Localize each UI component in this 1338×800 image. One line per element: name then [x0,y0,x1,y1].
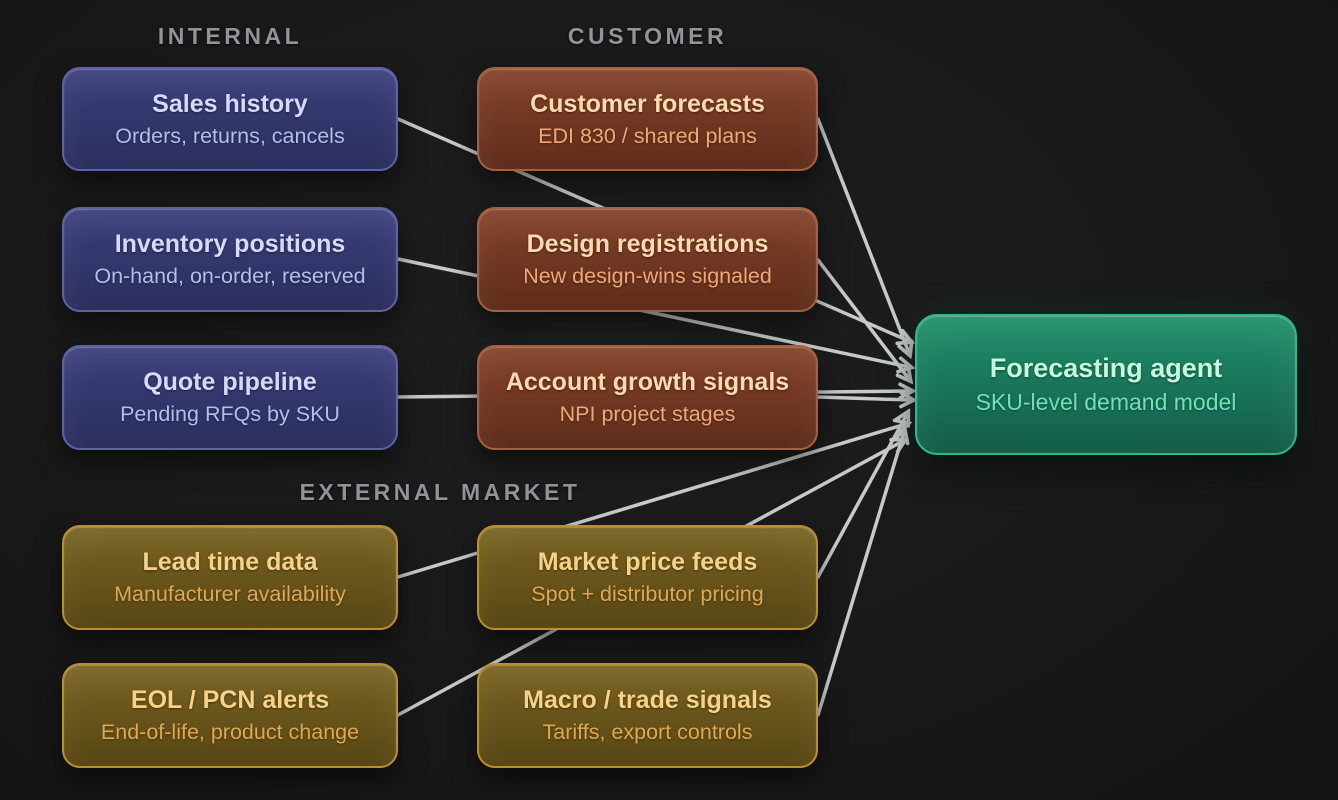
node-title: Lead time data [142,548,318,576]
node-account-growth-signals: Account growth signals NPI project stage… [477,345,818,450]
node-subtitle: Pending RFQs by SKU [120,402,340,426]
node-subtitle: New design-wins signaled [523,264,772,288]
node-subtitle: End-of-life, product change [100,720,360,744]
node-title: Macro / trade signals [523,686,772,714]
node-subtitle: On-hand, on-order, reserved [94,264,366,288]
node-design-registrations: Design registrations New design-wins sig… [477,207,818,312]
node-title: Design registrations [526,230,769,258]
edge-macro-trade-signals [816,432,904,717]
node-subtitle: SKU-level demand model [975,389,1237,415]
node-subtitle: Manufacturer availability [114,582,346,606]
group-label-external-market: EXTERNAL MARKET [299,479,581,505]
node-subtitle: Orders, returns, cancels [115,123,345,148]
node-title: EOL / PCN alerts [130,686,330,714]
node-market-price-feeds: Market price feeds Spot + distributor pr… [477,525,818,630]
node-subtitle: Tariffs, export controls [542,720,753,744]
node-title: Forecasting agent [989,353,1223,383]
node-sales-history: Sales history Orders, returns, cancels [62,67,398,171]
node-title: Quote pipeline [143,368,317,396]
node-macro-trade-signals: Macro / trade signals Tariffs, export co… [477,663,818,768]
node-title: Account growth signals [505,368,790,396]
edge-customer-forecasts [816,117,909,353]
node-eol-pcn-alerts: EOL / PCN alerts End-of-life, product ch… [62,663,398,768]
node-subtitle: EDI 830 / shared plans [538,123,757,148]
node-title: Sales history [152,89,308,118]
node-forecasting-agent: Forecasting agent SKU-level demand model [915,314,1297,455]
edge-design-registrations [816,258,909,379]
node-customer-forecasts: Customer forecasts EDI 830 / shared plan… [477,67,818,171]
node-quote-pipeline: Quote pipeline Pending RFQs by SKU [62,345,398,450]
node-subtitle: NPI project stages [559,402,736,426]
edge-account-growth-signals [816,397,911,400]
node-inventory-positions: Inventory positions On-hand, on-order, r… [62,207,398,312]
node-title: Customer forecasts [530,89,765,118]
node-title: Inventory positions [114,230,346,258]
node-lead-time-data: Lead time data Manufacturer availability [62,525,398,630]
node-subtitle: Spot + distributor pricing [531,582,764,606]
node-title: Market price feeds [537,548,758,576]
group-label-internal: INTERNAL [157,23,303,49]
group-label-customer: CUSTOMER [567,23,728,49]
